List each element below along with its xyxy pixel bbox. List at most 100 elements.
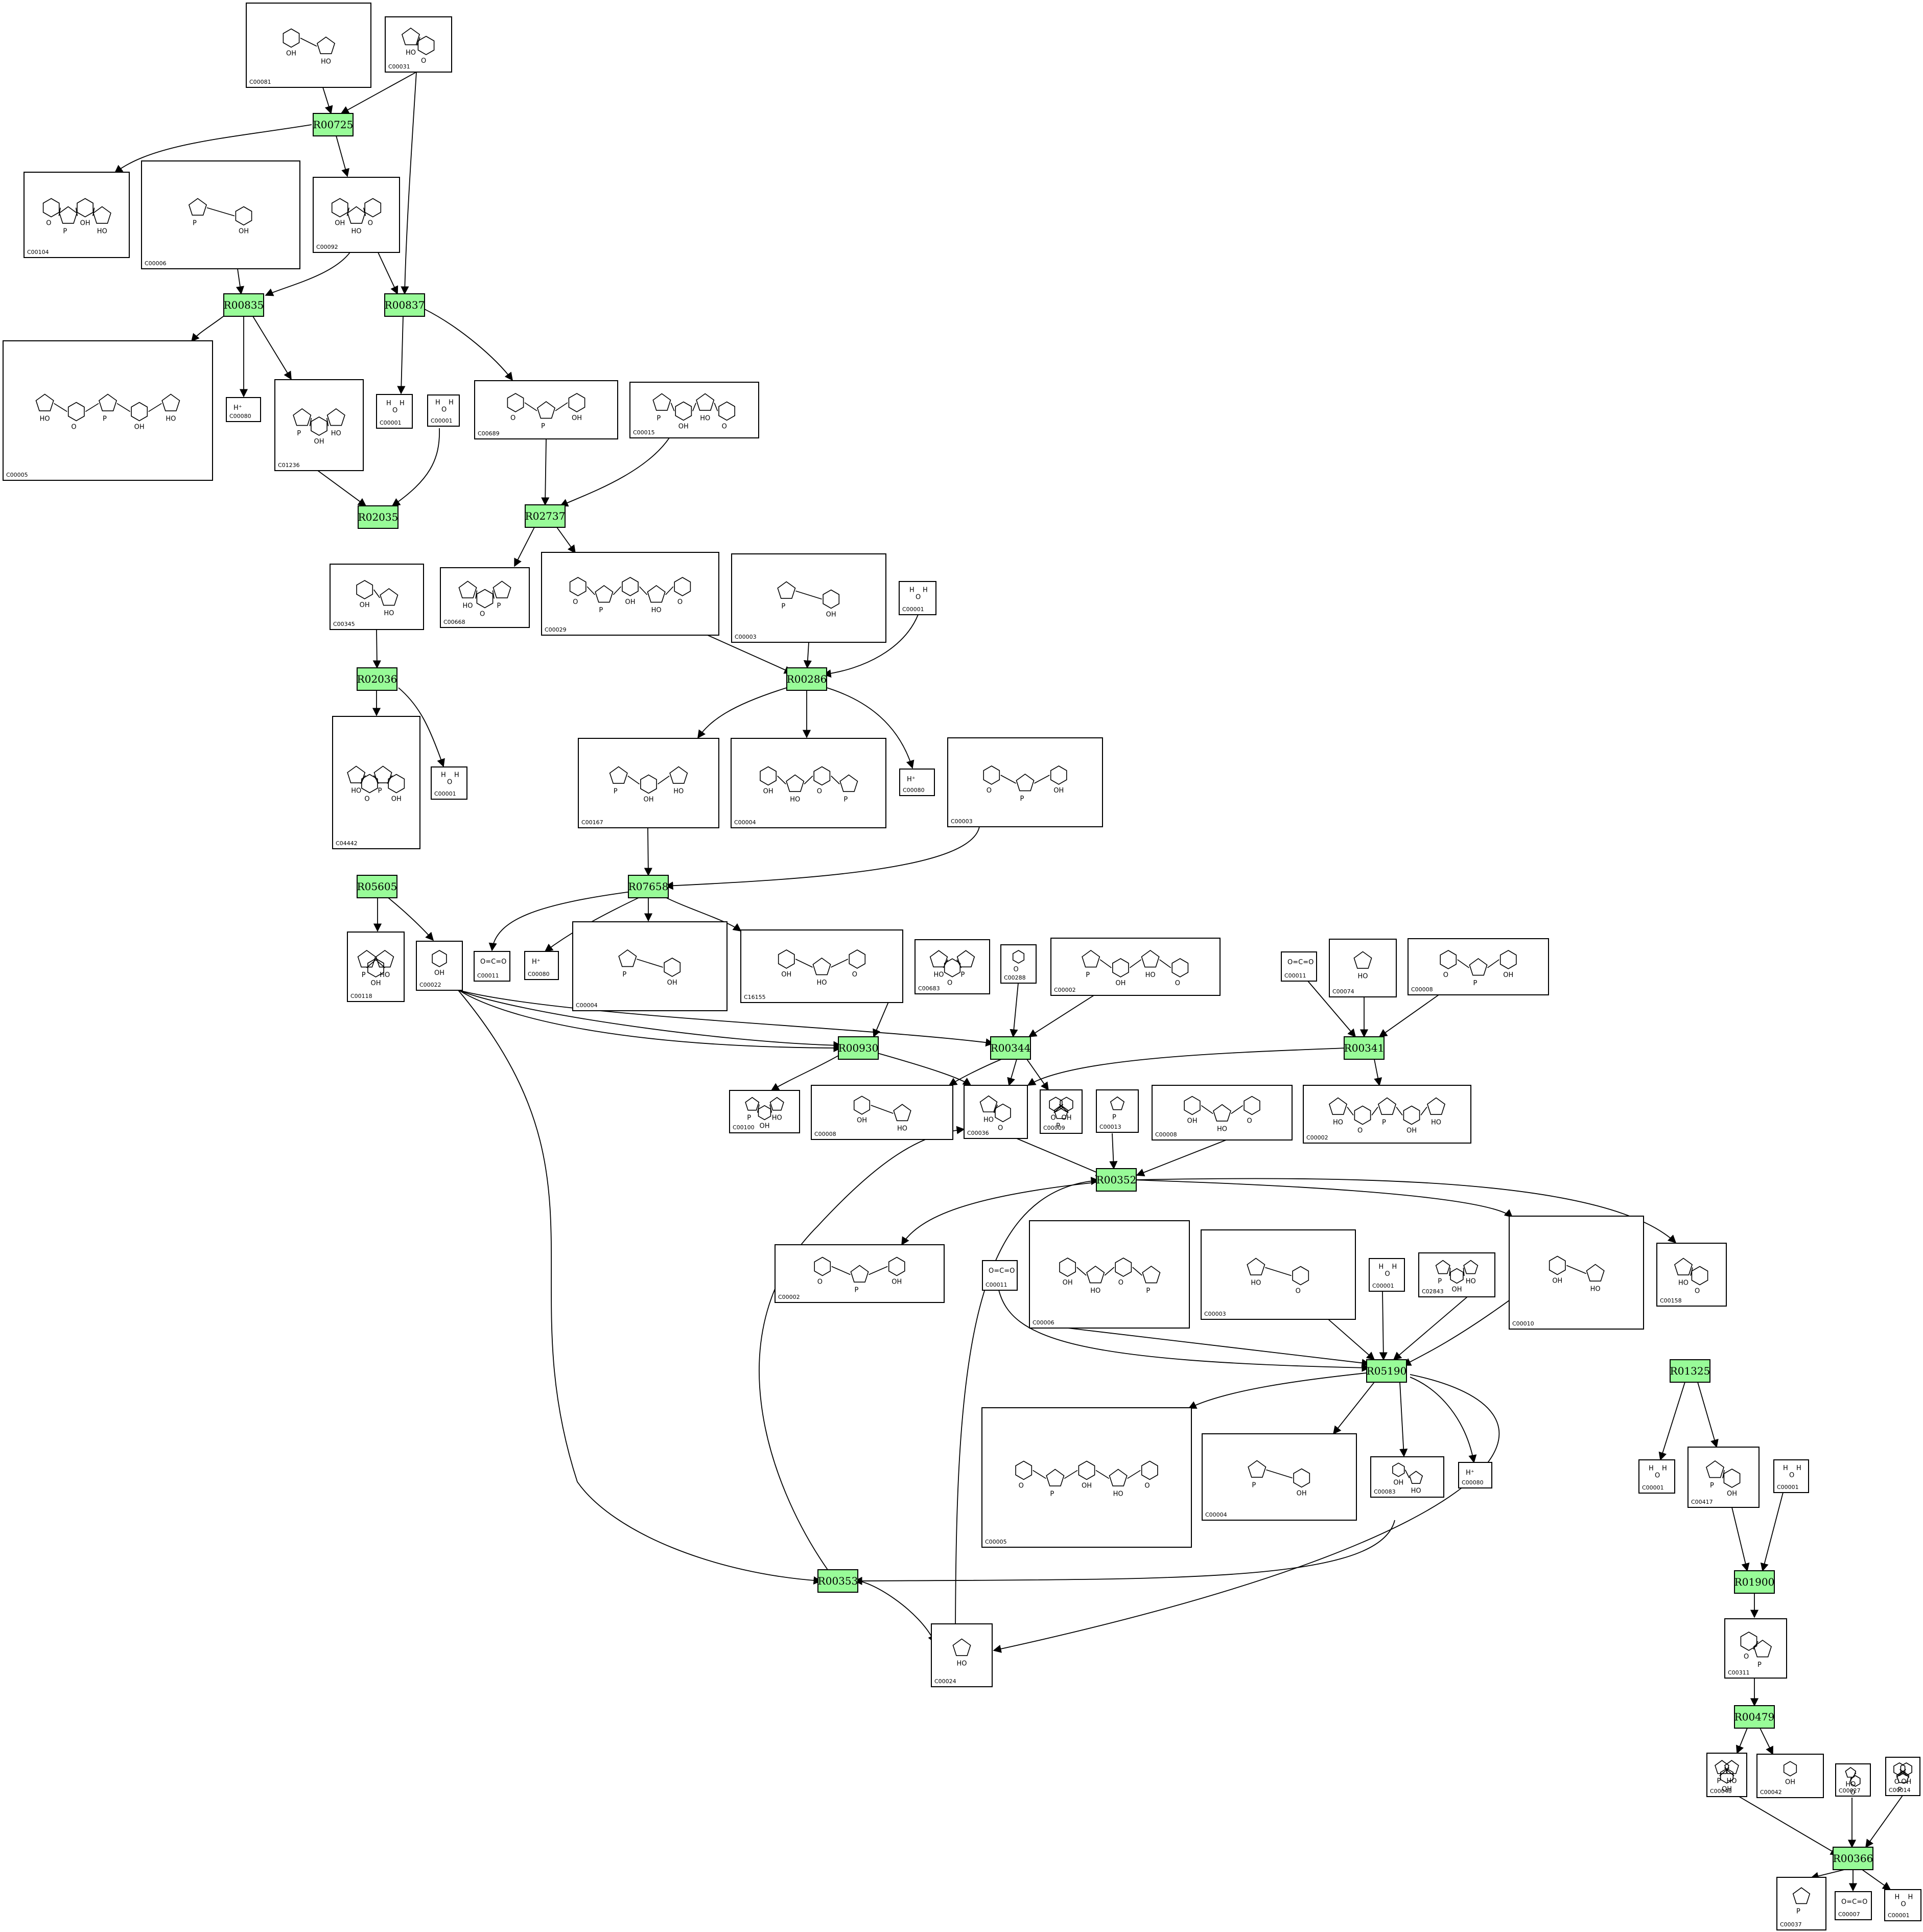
ring — [1171, 958, 1189, 977]
ring — [347, 206, 366, 224]
ring — [777, 581, 796, 599]
reaction-node[interactable]: R00341 — [1344, 1036, 1385, 1060]
atom-label: O — [1385, 1270, 1390, 1278]
compound-node[interactable]: H⁺C00080 — [899, 769, 935, 796]
reaction-node[interactable]: R00835 — [223, 293, 264, 317]
reaction-node[interactable]: R00837 — [384, 293, 425, 317]
reaction-node[interactable]: R00352 — [1096, 1168, 1137, 1192]
reaction-node[interactable]: R00286 — [786, 667, 827, 691]
reaction-edge — [514, 527, 535, 567]
reaction-node[interactable]: R05605 — [357, 875, 397, 898]
compound-node[interactable]: H⁺C00080 — [524, 951, 559, 980]
ring — [952, 1638, 971, 1656]
reaction-node[interactable]: R00366 — [1833, 1847, 1873, 1870]
bond — [769, 1104, 772, 1113]
reaction-node[interactable]: R02035 — [358, 505, 398, 529]
reaction-node[interactable]: R00479 — [1734, 1705, 1775, 1729]
compound-id-label: C00001 — [902, 606, 924, 613]
compound-node[interactable]: H⁺C00080 — [1458, 1462, 1492, 1488]
reaction-edge — [1027, 1048, 1347, 1086]
reaction-node[interactable]: R00725 — [313, 113, 354, 136]
compound-box — [899, 581, 936, 615]
reaction-node[interactable]: R02036 — [357, 667, 397, 691]
reaction-node[interactable]: R01325 — [1670, 1359, 1710, 1383]
reaction-node[interactable]: R01900 — [1734, 1570, 1775, 1594]
compound-node[interactable]: H⁺C00080 — [226, 397, 261, 422]
reaction-node[interactable]: R02737 — [525, 504, 566, 528]
atom-label: O — [852, 971, 857, 979]
reaction-node[interactable]: R00930 — [838, 1036, 879, 1060]
reaction-edge — [665, 826, 980, 890]
ring — [1244, 1096, 1260, 1115]
reaction-node[interactable]: R05190 — [1366, 1359, 1407, 1383]
reaction-node[interactable]: R00344 — [990, 1036, 1031, 1060]
compound-box — [731, 553, 886, 643]
reaction-node[interactable]: R00353 — [817, 1569, 858, 1593]
reaction-node[interactable]: R07658 — [628, 875, 669, 898]
